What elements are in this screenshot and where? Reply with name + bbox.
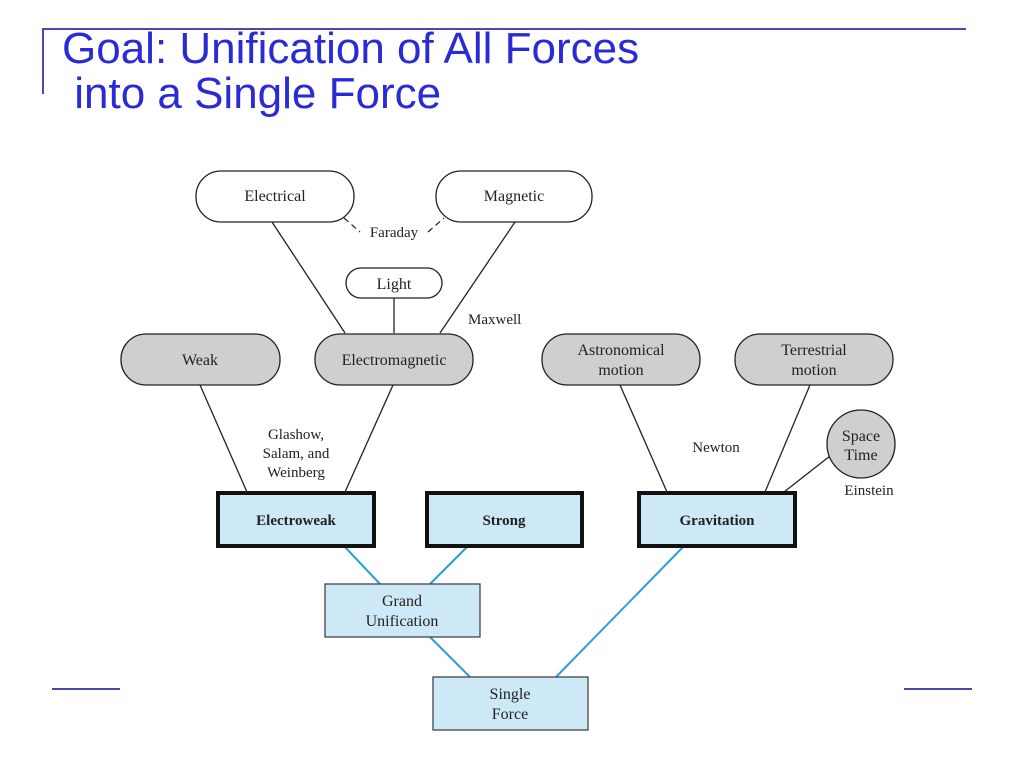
- node-light: Light: [345, 267, 443, 299]
- title-line-1: Goal: Unification of All Forces: [62, 24, 640, 73]
- node-electrical: Electrical: [195, 170, 355, 223]
- node-strong: Strong: [425, 491, 584, 548]
- node-space-time: Space Time: [826, 409, 896, 479]
- title-side-rule: [42, 30, 44, 94]
- node-grand-line2: Unification: [366, 613, 439, 630]
- node-terrestrial-motion: Terrestrial motion: [734, 333, 894, 386]
- label-newton: Newton: [692, 440, 740, 456]
- node-grand-line1: Grand: [382, 593, 422, 610]
- edge-strong-grand: [429, 545, 469, 585]
- node-terrestrial-line1: Terrestrial: [781, 342, 847, 359]
- node-electroweak: Electroweak: [216, 491, 376, 548]
- node-gravitation: Gravitation: [637, 491, 797, 548]
- node-electromagnetic: Electromagnetic: [314, 333, 474, 386]
- edge-faraday-magnetic: [427, 217, 445, 233]
- label-faraday: Faraday: [370, 225, 419, 241]
- top-rule: [42, 28, 966, 30]
- label-glashow-line1: Glashow,: [268, 427, 324, 443]
- edge-grand-single: [429, 636, 471, 678]
- node-electroweak-label: Electroweak: [256, 513, 336, 529]
- node-electrical-label: Electrical: [244, 188, 306, 205]
- edge-gravitation-single: [555, 545, 685, 678]
- node-weak: Weak: [120, 333, 281, 386]
- node-single-force: Single Force: [432, 676, 589, 731]
- node-electromagnetic-label: Electromagnetic: [342, 352, 447, 369]
- title-line-2: into a Single Force: [62, 69, 442, 118]
- node-magnetic-label: Magnetic: [484, 188, 544, 205]
- node-astronomical-line2: motion: [598, 362, 643, 379]
- edge-electrical-electromagnetic: [271, 221, 346, 334]
- node-strong-label: Strong: [482, 513, 526, 529]
- node-terrestrial-line2: motion: [791, 362, 836, 379]
- label-glashow-line2: Salam, and: [263, 446, 330, 462]
- node-astronomical-motion: Astronomical motion: [541, 333, 701, 386]
- edge-electromagnetic-electroweak: [344, 384, 394, 493]
- node-astronomical-line1: Astronomical: [577, 342, 665, 359]
- node-weak-label: Weak: [182, 352, 218, 369]
- edge-weak-electroweak: [199, 384, 248, 493]
- label-einstein: Einstein: [844, 483, 894, 499]
- edge-electroweak-grand: [343, 545, 381, 585]
- node-magnetic: Magnetic: [435, 170, 593, 223]
- edge-magnetic-electromagnetic: [439, 221, 516, 334]
- node-light-label: Light: [377, 276, 412, 293]
- edge-terrestrial-gravitation: [764, 384, 811, 493]
- node-single-line2: Force: [492, 706, 528, 723]
- node-space-time-line1: Space: [842, 428, 880, 445]
- label-maxwell: Maxwell: [468, 312, 521, 328]
- node-gravitation-label: Gravitation: [680, 513, 756, 529]
- edge-astronomical-gravitation: [619, 384, 668, 493]
- node-space-time-line2: Time: [844, 447, 877, 464]
- node-single-line1: Single: [490, 686, 531, 703]
- slide-title: Goal: Unification of All Forces into a S…: [62, 26, 639, 116]
- footer-rule-left: [52, 688, 120, 690]
- edge-electrical-faraday: [343, 217, 361, 233]
- footer-rule-right: [904, 688, 972, 690]
- node-grand-unification: Grand Unification: [324, 583, 481, 638]
- edge-spacetime-gravitation: [783, 455, 831, 493]
- label-glashow-line3: Weinberg: [267, 465, 325, 481]
